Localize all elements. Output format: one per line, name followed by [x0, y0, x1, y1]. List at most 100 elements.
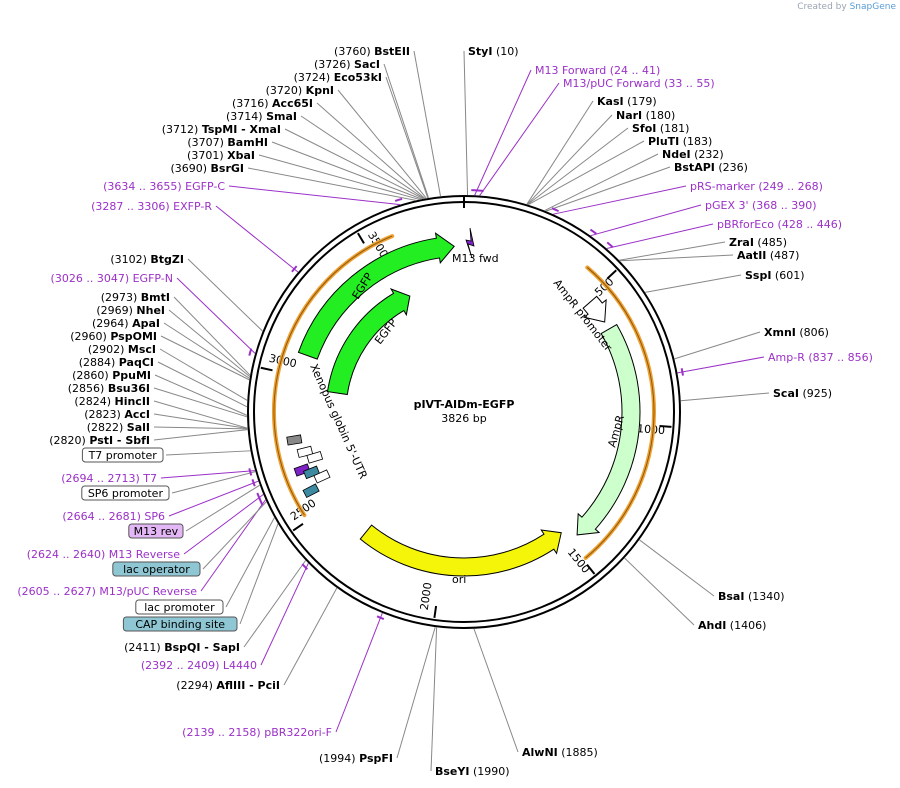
enzyme-site-label[interactable]: (3720) KpnI	[266, 84, 334, 97]
enzyme-site-label[interactable]: (3716) Acc65I	[232, 97, 313, 110]
snapgene-credit: Created by SnapGene	[797, 2, 896, 12]
leader-line	[606, 223, 714, 250]
m13-fwd-marker	[465, 227, 475, 259]
svg-text:lac operator: lac operator	[123, 563, 190, 576]
ampr-arrow	[576, 323, 641, 536]
leader-line	[187, 258, 263, 332]
enzyme-site-label[interactable]: StyI (10)	[468, 45, 519, 58]
enzyme-site-label[interactable]: (2820) PstI - SbfI	[49, 434, 150, 447]
enzyme-site-label[interactable]: (2884) PaqCI	[79, 356, 154, 369]
enzyme-site-label[interactable]: (3701) XbaI	[187, 149, 255, 162]
enzyme-site-label[interactable]: (3102) BtgZI	[110, 253, 184, 266]
primer-label[interactable]: Amp-R (837 .. 856)	[768, 351, 873, 364]
enzyme-site-label[interactable]: (2294) AflIII - PciI	[176, 679, 280, 692]
enzyme-site-label[interactable]: (2969) NheI	[96, 304, 165, 317]
enzyme-site-label[interactable]: BseYI (1990)	[435, 765, 510, 778]
enzyme-site-label[interactable]: (2411) BspQI - SapI	[124, 641, 240, 654]
ampr-promoter-arrow	[582, 295, 607, 323]
enzyme-site-label[interactable]: (2856) Bsu36I	[68, 382, 150, 395]
leader-line	[243, 560, 307, 648]
enzyme-site-label[interactable]: SspI (601)	[745, 269, 805, 282]
leader-line	[526, 114, 613, 205]
enzyme-site-label[interactable]: AatII (487)	[737, 249, 799, 262]
enzyme-site-label[interactable]: (3690) BsrGI	[170, 162, 244, 175]
primer-label[interactable]: (2392 .. 2409) L4440	[141, 659, 257, 672]
credit-prefix: Created by	[797, 2, 847, 12]
primer-label[interactable]: M13/pUC Forward (33 .. 55)	[563, 77, 715, 90]
leader-line	[154, 374, 248, 416]
enzyme-site-label[interactable]: (2860) PpuMI	[72, 369, 151, 382]
feature-box-label[interactable]: lac promoter	[135, 599, 224, 615]
primer-label[interactable]: (2605 .. 2627) M13/pUC Reverse	[17, 585, 197, 598]
leader-line	[545, 166, 671, 212]
enzyme-site-label[interactable]: (2973) BmtI	[101, 291, 170, 304]
enzyme-site-label[interactable]: BstAPI (236)	[674, 161, 748, 174]
enzyme-site-label[interactable]: (3760) BstEII	[334, 45, 410, 58]
tick-mark	[292, 522, 304, 532]
primer-label[interactable]: (2624 .. 2640) M13 Reverse	[27, 548, 180, 561]
leader-line	[271, 141, 423, 200]
enzyme-site-label[interactable]: (3714) SmaI	[226, 110, 297, 123]
feature-box-label[interactable]: M13 rev	[128, 523, 184, 539]
primer-site-mark	[376, 615, 385, 620]
enzyme-site-label[interactable]: ScaI (925)	[773, 387, 832, 400]
feature-box-label[interactable]: SP6 promoter	[81, 485, 170, 501]
leader-line	[159, 348, 248, 401]
enzyme-site-label[interactable]: AlwNI (1885)	[522, 746, 598, 759]
label-leaders	[153, 50, 770, 772]
leader-line	[258, 154, 420, 201]
primer-label[interactable]: (3634 .. 3655) EGFP-C	[103, 180, 225, 193]
leader-line	[430, 627, 438, 772]
leader-line	[590, 204, 702, 237]
feature-box-label[interactable]: CAP binding site	[122, 616, 238, 632]
enzyme-site-label[interactable]: (2822) SalI	[87, 421, 150, 434]
primer-site-mark	[258, 498, 264, 506]
enzyme-site-label[interactable]: XmnI (806)	[764, 326, 829, 339]
svg-text:lac promoter: lac promoter	[144, 601, 215, 614]
enzyme-site-label[interactable]: NdeI (232)	[662, 148, 724, 161]
enzyme-site-label[interactable]: AhdI (1406)	[698, 619, 766, 632]
enzyme-site-label[interactable]: (3712) TspMI - XmaI	[162, 123, 281, 136]
enzyme-site-label[interactable]: (2824) HincII	[74, 395, 150, 408]
primer-label[interactable]: pGEX 3' (368 .. 390)	[705, 199, 817, 212]
enzyme-site-label[interactable]: BsaI (1340)	[718, 590, 785, 603]
enzyme-site-label[interactable]: (3724) Eco53kI	[294, 71, 382, 84]
feature-box-label[interactable]: lac operator	[112, 561, 201, 577]
features-layer	[248, 189, 684, 620]
leader-line	[619, 241, 726, 261]
enzyme-site-label[interactable]: KasI (179)	[597, 95, 657, 108]
enzyme-site-label[interactable]: (2964) ApaI	[92, 317, 160, 330]
enzyme-site-label[interactable]: (2823) AccI	[84, 408, 150, 421]
enzyme-site-label[interactable]: ZraI (485)	[729, 236, 787, 249]
enzyme-site-label[interactable]: (2960) PspOMI	[70, 330, 157, 343]
enzyme-site-label[interactable]: (3707) BamHI	[187, 136, 268, 149]
leader-line	[335, 612, 383, 733]
primer-label[interactable]: (2694 .. 2713) T7	[61, 472, 157, 485]
primer-label[interactable]: pRS-marker (249 .. 268)	[690, 180, 823, 193]
enzyme-site-label[interactable]: (3726) SacI	[314, 58, 380, 71]
leader-line	[413, 50, 442, 197]
enzyme-site-label[interactable]: SfoI (181)	[632, 122, 689, 135]
enzyme-site-label[interactable]: PluTI (183)	[648, 135, 712, 148]
primer-site-mark	[291, 265, 298, 273]
leader-line	[527, 140, 645, 206]
leader-line	[283, 587, 338, 686]
primer-label[interactable]: (3287 .. 3306) EXFP-R	[91, 200, 212, 213]
enzyme-site-label[interactable]: (1994) PspFI	[319, 752, 393, 765]
enzyme-site-label[interactable]: (2902) MscI	[88, 343, 156, 356]
feature-box-label[interactable]: T7 promoter	[81, 447, 164, 463]
primer-label[interactable]: (2664 .. 2681) SP6	[62, 510, 165, 523]
leader-line	[160, 335, 250, 381]
enzyme-site-label[interactable]: NarI (180)	[616, 109, 675, 122]
egfp-outer-arrow	[297, 232, 455, 360]
small-feature-marker	[286, 434, 303, 446]
tick-label: 1500	[565, 546, 593, 576]
primer-label[interactable]: M13 Forward (24 .. 41)	[535, 64, 660, 77]
leader-line	[176, 277, 256, 354]
m13-fwd-label: M13 fwd	[452, 252, 499, 265]
primer-label[interactable]: (3026 .. 3047) EGFP-N	[51, 272, 173, 285]
primer-label[interactable]: (2139 .. 2158) pBR322ori-F	[182, 726, 332, 739]
primer-label[interactable]: pBRforEco (428 .. 446)	[717, 218, 842, 231]
leader-line	[165, 450, 251, 456]
